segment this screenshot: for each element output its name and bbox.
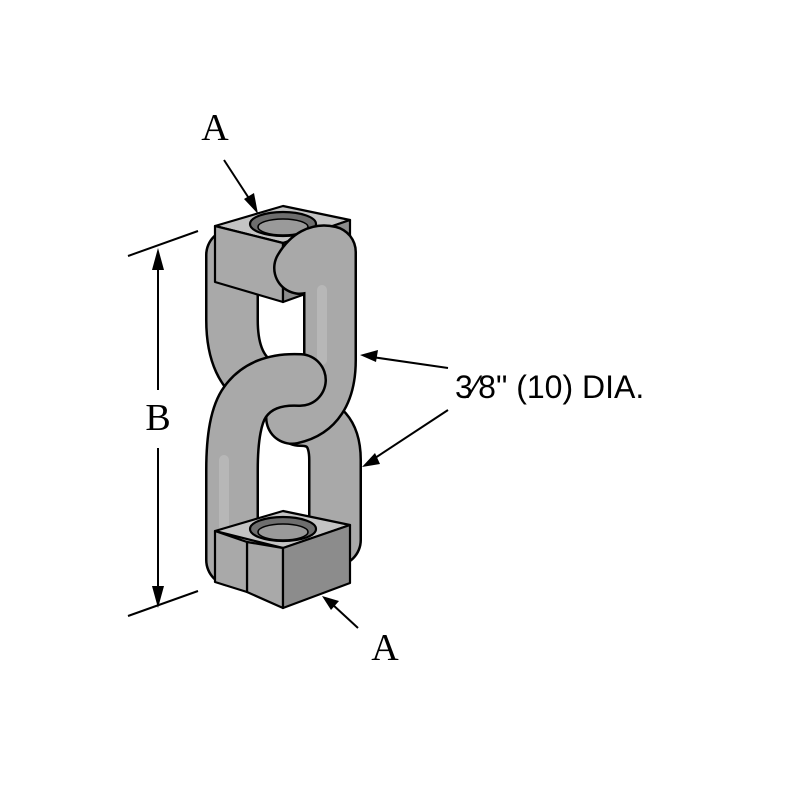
top-nut-callout-leader <box>223 159 258 214</box>
bottom-square-nut <box>213 509 352 610</box>
bottom-nut-callout-leader <box>322 596 359 629</box>
top-link-front-leg <box>265 224 357 445</box>
rod-diameter-label: 3⁄8" (10) DIA. <box>455 369 644 405</box>
length-dimension-label: B <box>145 397 170 439</box>
length-dimension-line <box>127 230 199 617</box>
top-nut-thread-inner <box>257 218 309 236</box>
rod-diameter-leaders <box>360 350 449 467</box>
bottom-nut-thread-inner <box>257 523 309 541</box>
bottom-nut-callout-label: A <box>371 627 399 669</box>
top-nut-callout-label: A <box>201 107 229 149</box>
